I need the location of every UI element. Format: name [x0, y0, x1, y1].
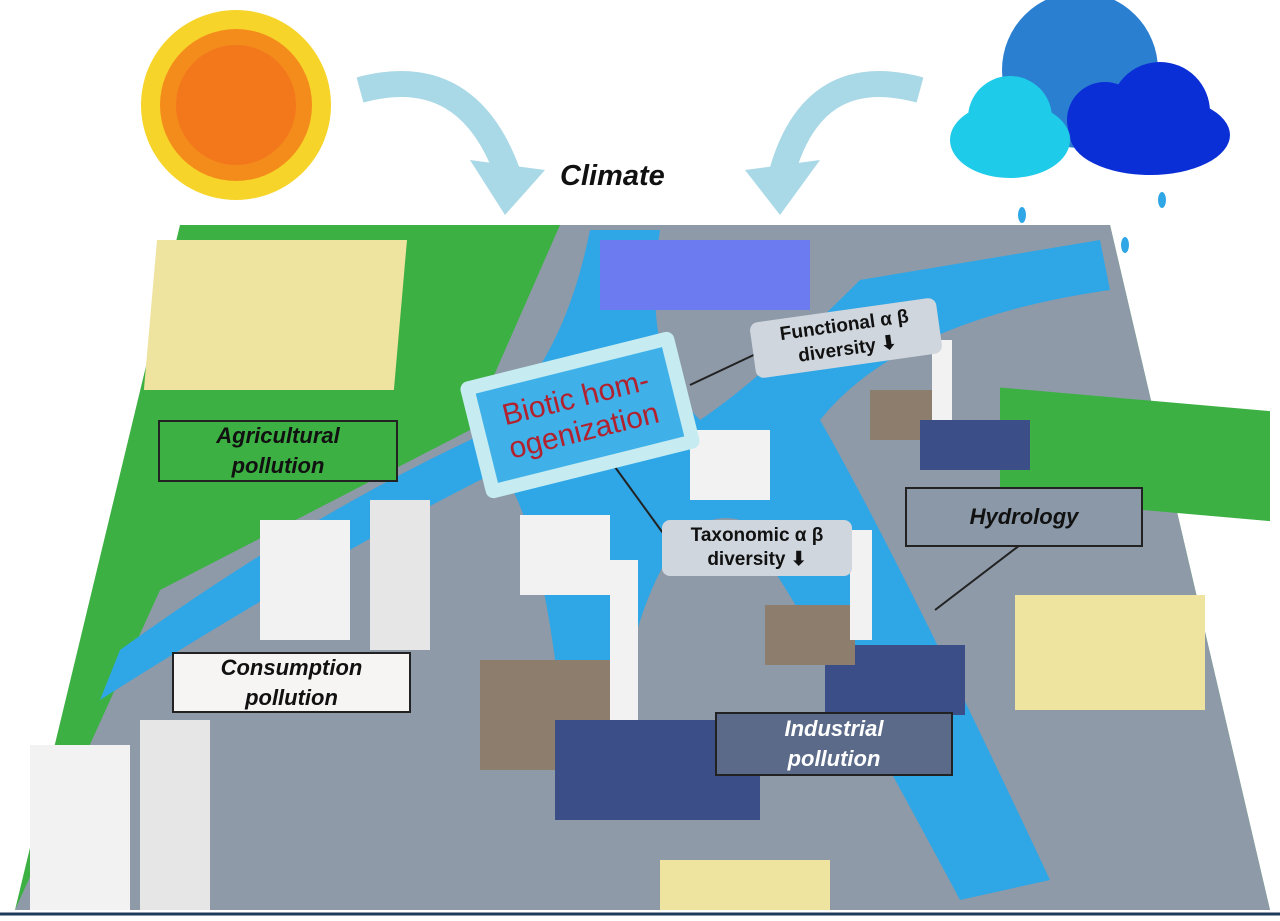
connector-line [614, 466, 669, 541]
taxonomic-diversity-label: Taxonomic α β diversity ⬇ [662, 520, 852, 576]
consumption-pollution-label: Consumption pollution [172, 652, 411, 713]
climate-title: Climate [560, 160, 665, 192]
hydrology-label: Hydrology [905, 487, 1143, 547]
connector-line [934, 544, 1021, 611]
climate-arrow-left [356, 71, 523, 185]
climate-arrow-right [767, 71, 924, 184]
rain-cloud-icon [950, 0, 1230, 253]
sun-icon [141, 10, 331, 200]
connector-line [689, 351, 761, 386]
industrial-pollution-label: Industrial pollution [715, 712, 953, 776]
landscape-board [0, 225, 1280, 916]
agricultural-pollution-label: Agricultural pollution [158, 420, 398, 482]
